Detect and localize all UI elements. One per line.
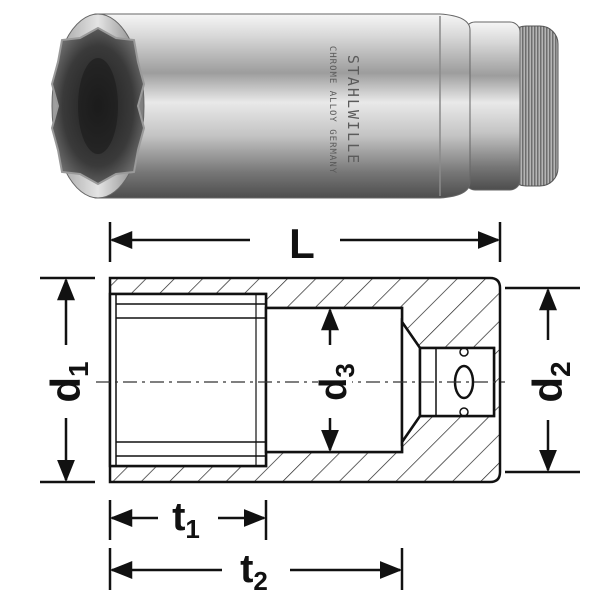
engraving-brand: STAHLWILLE [344, 55, 362, 165]
d2-dimension: d2 [505, 286, 580, 474]
t1-label: t1 [172, 495, 200, 544]
socket-cross-section [96, 276, 505, 484]
d3-label: d3 [313, 363, 360, 401]
socket-photo: STAHLWILLE CHROME ALLOY GERMANY [50, 13, 559, 199]
socket-body [94, 13, 471, 199]
d1-dimension: d1 [40, 276, 95, 484]
d2-label: d2 [524, 361, 576, 402]
length-label: L [289, 220, 315, 267]
engraving-material: CHROME ALLOY GERMANY [327, 46, 337, 174]
t1-dimension: t1 [108, 495, 268, 544]
d3-dimension: d3 [313, 307, 360, 453]
d1-label: d1 [42, 361, 94, 402]
t2-dimension: t2 [108, 547, 404, 596]
t2-label: t2 [240, 547, 268, 596]
length-dimension: L [108, 220, 502, 267]
